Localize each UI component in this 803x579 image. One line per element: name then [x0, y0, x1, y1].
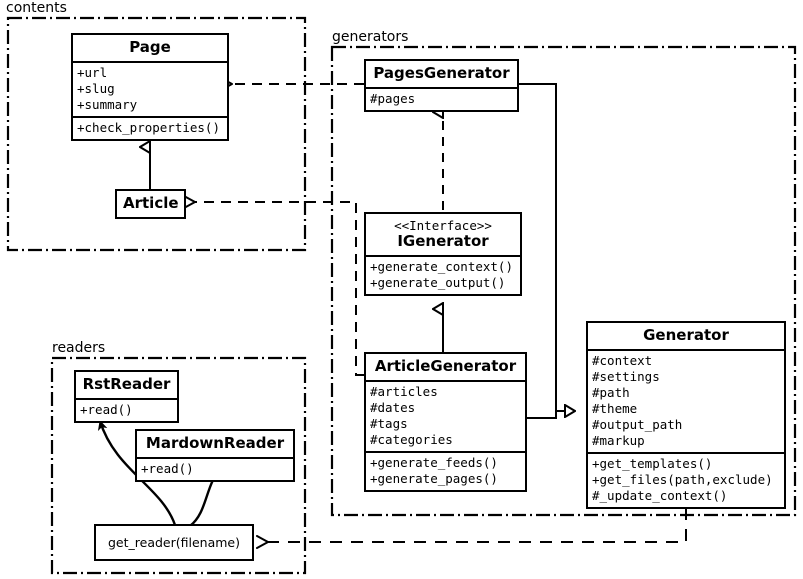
attribute: #categories: [370, 432, 453, 447]
method: +check_properties(): [77, 120, 220, 135]
attribute: +slug: [77, 81, 115, 96]
class-page-attributes: +url +slug +summary: [73, 61, 227, 116]
class-articlegenerator[interactable]: ArticleGenerator #articles #dates #tags …: [364, 352, 527, 492]
method: +get_templates(): [592, 456, 713, 471]
class-page-methods: +check_properties(): [73, 116, 227, 139]
method: +generate_context(): [370, 259, 513, 274]
class-pagesgenerator[interactable]: PagesGenerator #pages: [364, 59, 519, 112]
class-page[interactable]: Page +url +slug +summary +check_properti…: [71, 33, 229, 141]
class-generator-methods: +get_templates() +get_files(path,exclude…: [588, 452, 784, 507]
method: +generate_pages(): [370, 471, 498, 486]
class-rstreader-title: RstReader: [82, 375, 171, 393]
attribute: #theme: [592, 401, 638, 416]
class-generator-attributes: #context #settings #path #theme #output_…: [588, 349, 784, 452]
edge-articlegenerator-article-dependency: [183, 195, 364, 376]
function-get-reader-label: get_reader(filename): [108, 535, 240, 550]
method: +read(): [141, 461, 194, 476]
attribute: #pages: [370, 91, 416, 106]
class-article-title: Article: [123, 194, 179, 212]
class-pagesgenerator-attributes: #pages: [366, 87, 517, 110]
method: +generate_output(): [370, 275, 506, 290]
attribute: #markup: [592, 433, 645, 448]
class-articlegenerator-title: ArticleGenerator: [374, 357, 517, 375]
attribute: #settings: [592, 369, 660, 384]
class-rstreader[interactable]: RstReader +read(): [74, 370, 179, 423]
method: #_update_context(): [592, 488, 728, 503]
attribute: #tags: [370, 416, 408, 431]
package-label-contents: contents: [4, 0, 69, 16]
class-generator[interactable]: Generator #context #settings #path #them…: [586, 321, 786, 509]
attribute: #output_path: [592, 417, 683, 432]
class-igenerator-stereotype: <<Interface>>: [394, 218, 492, 233]
class-article[interactable]: Article: [115, 189, 186, 219]
function-get-reader[interactable]: get_reader(filename): [94, 524, 254, 561]
class-mardownreader-methods: +read(): [137, 457, 293, 480]
class-pagesgenerator-title: PagesGenerator: [373, 64, 510, 82]
method: +generate_feeds(): [370, 455, 498, 470]
class-articlegenerator-methods: +generate_feeds() +generate_pages(): [366, 451, 525, 490]
method: +get_files(path,exclude): [592, 472, 773, 487]
edge-pagesgenerator-generator: [519, 83, 575, 411]
class-rstreader-methods: +read(): [76, 398, 177, 421]
attribute: +url: [77, 65, 108, 80]
attribute: #path: [592, 385, 630, 400]
class-articlegenerator-attributes: #articles #dates #tags #categories: [366, 380, 525, 451]
method: +read(): [80, 402, 133, 417]
edge-generator-getreader-dependency: [256, 508, 687, 549]
class-igenerator-title: <<Interface>> IGenerator: [366, 214, 520, 255]
attribute: #dates: [370, 400, 416, 415]
attribute: +summary: [77, 97, 138, 112]
attribute: #articles: [370, 384, 438, 399]
edge-articlegenerator-generator: [527, 411, 557, 419]
class-igenerator[interactable]: <<Interface>> IGenerator +generate_conte…: [364, 212, 522, 296]
class-generator-title: Generator: [643, 326, 729, 344]
attribute: #context: [592, 353, 653, 368]
class-igenerator-methods: +generate_context() +generate_output(): [366, 255, 520, 294]
class-page-title: Page: [129, 38, 171, 56]
class-mardownreader-title: MardownReader: [145, 434, 285, 452]
class-igenerator-name: IGenerator: [397, 232, 489, 250]
class-mardownreader[interactable]: MardownReader +read(): [135, 429, 295, 482]
package-label-generators: generators: [330, 29, 411, 45]
package-label-readers: readers: [50, 340, 108, 356]
